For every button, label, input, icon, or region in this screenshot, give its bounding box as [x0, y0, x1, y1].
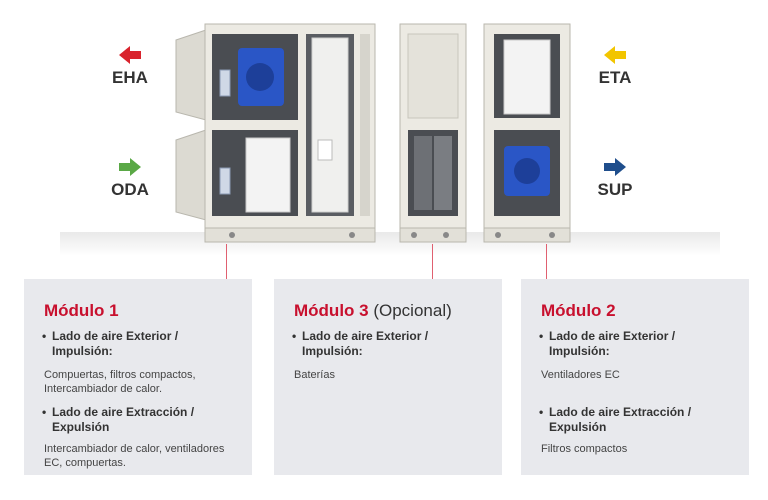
arrow-right-icon	[119, 158, 141, 176]
module-3-bullet-exterior: •Lado de aire Exterior / Impulsión:	[292, 329, 429, 358]
module-3-panel: Módulo 3 (Opcional) •Lado de aire Exteri…	[274, 279, 502, 475]
flow-eta: ETA	[585, 44, 645, 88]
flow-eha: EHA	[100, 44, 160, 88]
module-2-panel: Módulo 2 •Lado de aire Exterior / Impuls…	[521, 279, 749, 475]
module-3-text-exterior: Baterías	[294, 369, 335, 381]
flow-eta-label: ETA	[598, 68, 632, 87]
arrow-left-icon	[119, 46, 141, 64]
flow-oda: ODA	[100, 156, 160, 200]
module-2-title: Módulo 2	[541, 301, 616, 320]
arrow-right-icon	[604, 158, 626, 176]
module-2-cabinet	[483, 23, 571, 243]
leader-line-module-3	[432, 244, 433, 279]
air-handling-unit-drawing	[175, 23, 571, 243]
flow-sup: SUP	[585, 156, 645, 200]
module-2-text-extraction: Filtros compactos	[541, 443, 628, 455]
leader-line-module-2	[546, 244, 547, 279]
module-1-text-extraction: Intercambiador de calor, ventiladores EC…	[44, 443, 225, 469]
module-1-bullet-extraction: •Lado de aire Extracción / Expulsión	[42, 405, 195, 434]
flow-eha-label: EHA	[112, 68, 148, 87]
flow-oda-label: ODA	[111, 180, 149, 199]
module-1-title: Módulo 1	[44, 301, 119, 320]
module-1-bullet-exterior: •Lado de aire Exterior / Impulsión:	[42, 329, 179, 358]
arrow-left-icon	[604, 46, 626, 64]
leader-line-module-1	[226, 244, 227, 279]
module-1-cabinet	[175, 23, 376, 243]
module-3-cabinet	[399, 23, 467, 243]
floor-shadow	[60, 232, 720, 256]
module-2-bullet-extraction: •Lado de aire Extracción / Expulsión	[539, 405, 692, 434]
product-illustration: EHA ODA ETA SUP	[60, 23, 720, 256]
module-2-bullet-exterior: •Lado de aire Exterior / Impulsión:	[539, 329, 676, 358]
module-3-title: Módulo 3 (Opcional)	[294, 301, 452, 320]
flow-sup-label: SUP	[597, 180, 633, 199]
module-1-panel: Módulo 1 •Lado de aire Exterior / Impuls…	[24, 279, 252, 475]
module-2-text-exterior: Ventiladores EC	[541, 369, 620, 381]
module-1-text-exterior: Compuertas, filtros compactos, Intercamb…	[44, 369, 196, 395]
